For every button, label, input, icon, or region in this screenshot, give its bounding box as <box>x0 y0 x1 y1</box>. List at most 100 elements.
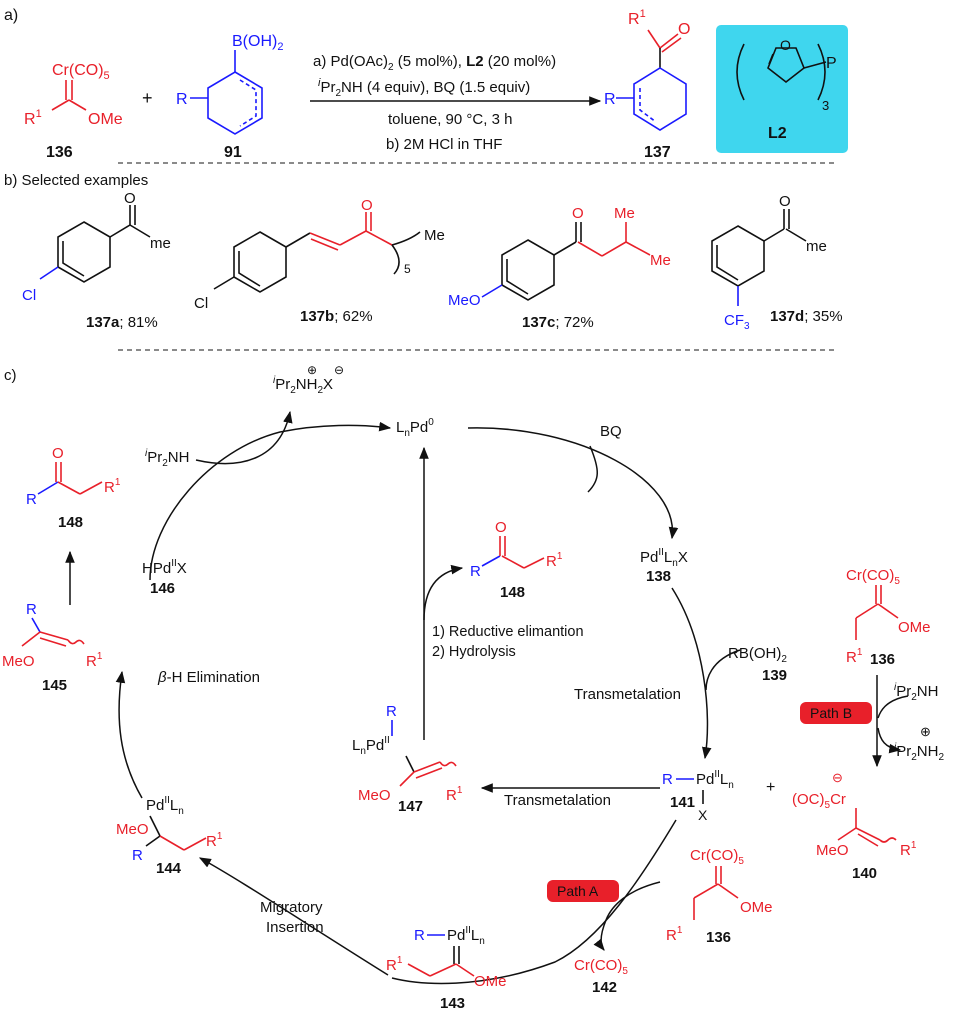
intermediate-140: (OC)5Cr ⊖ MeO R1 140 <box>792 770 917 882</box>
substituent-label: Cl <box>194 295 208 312</box>
example-caption: 137d; 35% <box>770 308 843 325</box>
center-step-2: 2) Hydrolysis <box>432 644 516 660</box>
r-group: R <box>132 847 143 864</box>
oxygen-label: O <box>52 445 64 462</box>
methyl-label: me <box>150 235 171 252</box>
r-group: R <box>470 563 481 580</box>
furan-oxygen: O <box>780 37 791 53</box>
compound-id-145: 145 <box>42 677 67 694</box>
compound-id-141: 141 <box>670 794 695 811</box>
compound-id-148-left: 148 <box>58 514 83 531</box>
reagent-136-bottom: Cr(CO)5 OMe R1 136 <box>666 847 773 946</box>
meo-label: MeO <box>816 842 849 859</box>
compound-id-146: 146 <box>150 580 175 597</box>
chromium-group: Cr(CO)5 <box>690 847 744 867</box>
chromium-142: Cr(CO)5 <box>574 957 628 977</box>
reagent-136-right: Cr(CO)5 OMe R1 136 <box>846 567 931 668</box>
substituent-label: Cl <box>22 287 36 304</box>
path-b-badge <box>800 702 872 724</box>
boronic-139: RB(OH)2 <box>728 645 787 665</box>
compound-id-138: 138 <box>646 568 671 585</box>
methyl-label-2: Me <box>650 252 671 269</box>
r1-label: R1 <box>206 831 223 850</box>
reaction-conditions: a) Pd(OAc)2 (5 mol%), L2 (20 mol%) iPr2N… <box>310 53 602 153</box>
amine-to-salt-arrow <box>195 410 293 465</box>
phosphorus-atom: P <box>826 55 837 72</box>
r1-label: R1 <box>386 955 403 974</box>
section-a-label: a) <box>4 7 18 24</box>
r1-label: R1 <box>900 840 917 859</box>
path-a-label: Path A <box>557 883 599 899</box>
methyl-label: Me <box>614 205 635 222</box>
compound-id-142: 142 <box>592 979 617 996</box>
compound-id-148: 148 <box>500 584 525 601</box>
minus-charge: ⊖ <box>334 363 344 377</box>
ome-label: OMe <box>898 619 931 636</box>
r1-label: R1 <box>546 551 563 570</box>
meo-label: MeO <box>2 653 35 670</box>
ome-label: OMe <box>474 973 507 990</box>
amine-in: iPr2NH <box>894 682 938 703</box>
section-c-label: c) <box>4 367 17 384</box>
center-product-148: R O R1 148 <box>470 519 563 601</box>
compound-id-136: 136 <box>706 929 731 946</box>
pd0-catalyst: LnPd0 <box>396 417 434 439</box>
example-caption: 137a; 81% <box>86 314 158 331</box>
bq-reagent: BQ <box>600 423 622 440</box>
chromium-group: Cr(CO)5 <box>846 567 900 587</box>
r1-label: R1 <box>24 108 42 128</box>
r1-label: R1 <box>104 477 121 496</box>
path-b-label: Path B <box>810 705 852 721</box>
path-a-badge <box>547 880 619 902</box>
ligand-l2-box: O P 3 L2 <box>716 25 848 153</box>
hpd-ii-x: HPdIIX <box>142 558 187 577</box>
migratory-line-2: Insertion <box>266 919 324 936</box>
path-a: Path A <box>547 880 661 951</box>
oxygen-label: O <box>124 190 136 207</box>
compound-id-136: 136 <box>870 651 895 668</box>
compound-id-91: 91 <box>224 144 242 161</box>
center-step-1: 1) Reductive elimantion <box>432 624 584 640</box>
conditions-line-3: toluene, 90 °C, 3 h <box>388 111 512 128</box>
plus-sign: + <box>142 88 153 108</box>
bq-arrow <box>587 445 598 493</box>
example-137c: O Me Me MeO 137c; 72% <box>448 205 671 331</box>
conditions-line-2: iPr2NH (4 equiv), BQ (1.5 equiv) <box>318 77 530 99</box>
reagent-136: Cr(CO)5 R1 OMe 136 <box>24 62 123 161</box>
pd-ii-species: PdIILn <box>447 925 485 947</box>
ligand-subscript: 3 <box>822 98 829 113</box>
ligand-name: L2 <box>768 125 787 142</box>
oxygen-label: O <box>572 205 584 222</box>
halide-x: X <box>698 807 708 823</box>
compound-id-139: 139 <box>762 667 787 684</box>
pd-ii-species: LnPdII <box>352 735 390 757</box>
r-group: R <box>26 601 37 618</box>
example-caption: 137b; 62% <box>300 308 373 325</box>
boronic-arrow <box>705 649 741 691</box>
r1-label: R1 <box>846 647 863 666</box>
transmetalation-label-bottom: Transmetalation <box>504 792 611 809</box>
section-b-label: b) Selected examples <box>4 172 148 189</box>
chromate-group: (OC)5Cr <box>792 791 846 811</box>
r1-label: R1 <box>446 785 463 804</box>
example-caption: 137c; 72% <box>522 314 594 331</box>
r-group: R <box>414 927 425 944</box>
meo-label: MeO <box>358 787 391 804</box>
compound-id-143: 143 <box>440 995 465 1012</box>
oxygen-label: O <box>678 21 690 38</box>
compound-id-147: 147 <box>398 798 423 815</box>
ammonium-salt: iPr2NH2X ⊕ ⊖ <box>273 363 344 396</box>
r1-label: R1 <box>666 925 683 944</box>
compound-id-136: 136 <box>46 144 73 161</box>
ome-label: OMe <box>88 111 123 128</box>
r-substituent: R <box>604 91 616 108</box>
r-group: R <box>662 771 673 788</box>
meo-label: MeO <box>116 821 149 838</box>
product-release-arrow <box>423 564 464 621</box>
r-group: R <box>386 703 397 720</box>
intermediate-145: R MeO R1 145 <box>2 601 103 694</box>
oxygen-label: O <box>779 193 791 210</box>
oxygen-label: O <box>361 197 373 214</box>
